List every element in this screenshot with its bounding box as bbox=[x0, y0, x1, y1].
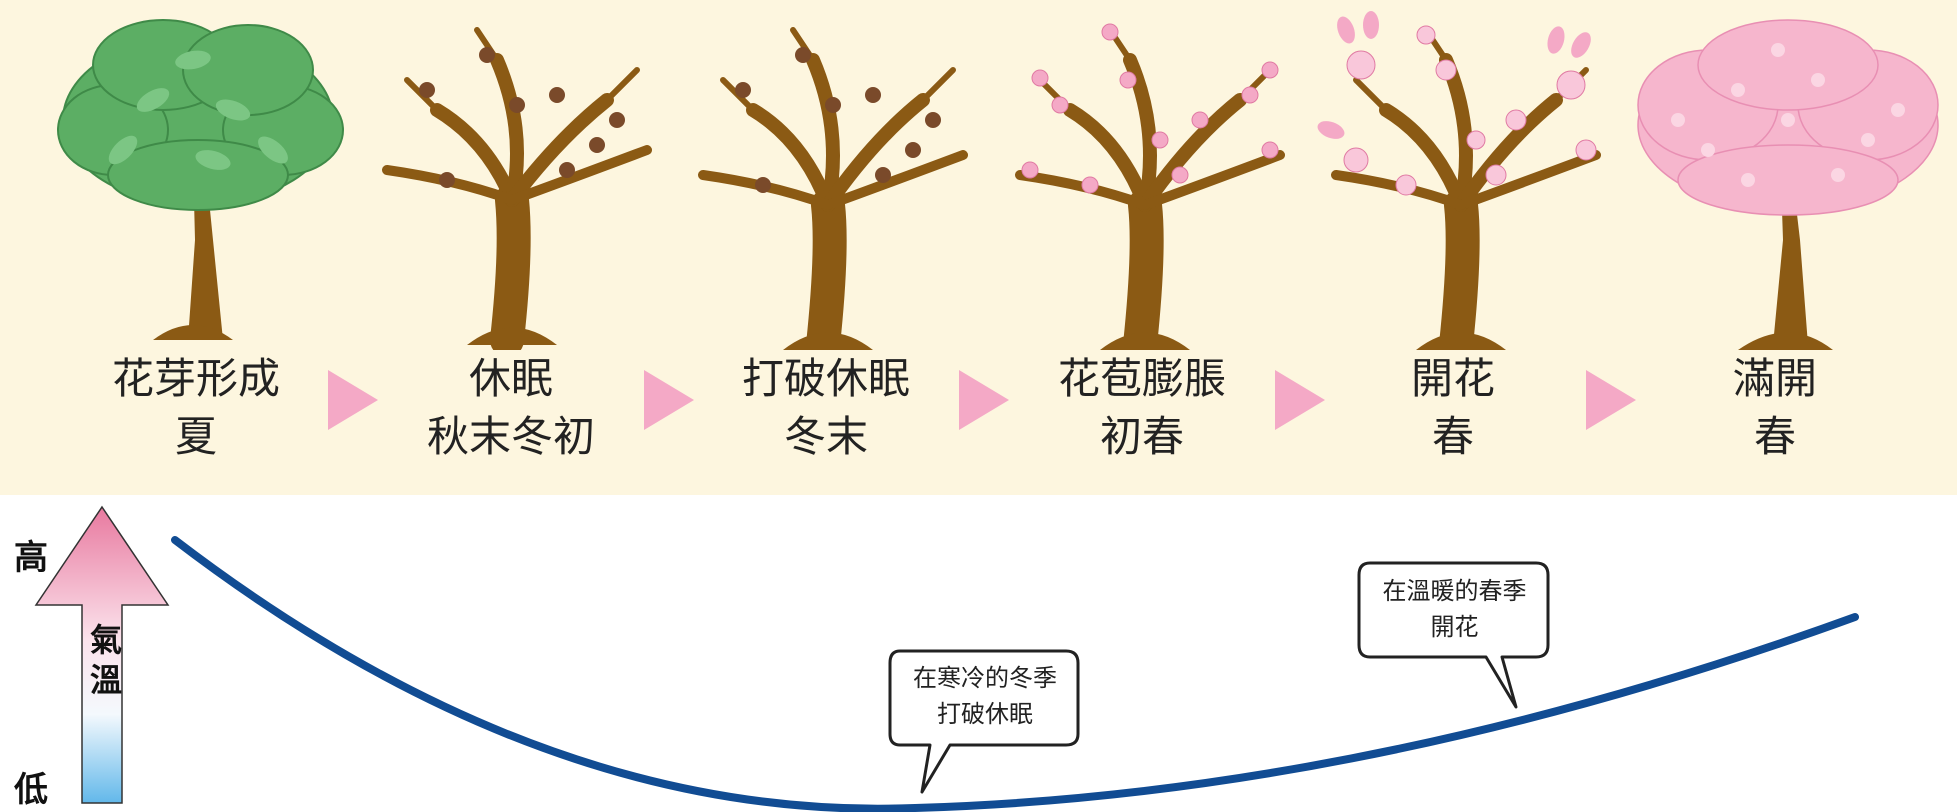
stage-full-bloom: 滿開 春 bbox=[1625, 350, 1925, 466]
stage-dormancy: 休眠 秋末冬初 bbox=[361, 350, 661, 466]
callout-spring-line1: 在溫暖的春季 bbox=[1382, 577, 1527, 605]
temperature-diagram bbox=[34, 505, 1859, 812]
stage-breaking-dormancy: 打破休眠 冬末 bbox=[676, 350, 976, 466]
stage-season: 秋末冬初 bbox=[426, 412, 595, 461]
axis-label-bottom: 溫 bbox=[89, 661, 122, 699]
stage-name: 花苞膨脹 bbox=[1057, 354, 1226, 403]
stage-arrow-1 bbox=[328, 370, 378, 430]
tree-full-bloom bbox=[1637, 19, 1939, 350]
stage-arrow-5 bbox=[1586, 370, 1636, 430]
stage-arrow-2 bbox=[644, 370, 694, 430]
stage-name: 打破休眠 bbox=[741, 354, 910, 403]
callout-winter-text: 在寒冷的冬季 打破休眠 bbox=[892, 660, 1078, 732]
tree-blooming bbox=[1317, 11, 1601, 350]
stage-season: 春 bbox=[1753, 412, 1796, 461]
stage-name: 休眠 bbox=[468, 354, 553, 403]
tree-bud-swelling bbox=[1015, 23, 1285, 350]
tree-summer-leafy bbox=[57, 19, 344, 340]
axis-label-top: 氣 bbox=[89, 621, 122, 659]
axis-high-label: 高 bbox=[14, 538, 48, 578]
stage-bud-swelling: 花苞膨脹 初春 bbox=[992, 350, 1292, 466]
callout-spring-line2: 開花 bbox=[1430, 613, 1479, 641]
tree-breaking-dormancy bbox=[698, 27, 968, 350]
stage-season: 冬末 bbox=[783, 412, 868, 461]
callout-winter-line1: 在寒冷的冬季 bbox=[913, 664, 1057, 692]
stage-season: 夏 bbox=[174, 412, 217, 461]
stage-season: 初春 bbox=[1099, 412, 1184, 461]
stage-name: 花芽形成 bbox=[111, 354, 280, 403]
stage-season: 春 bbox=[1431, 412, 1474, 461]
axis-low-label: 低 bbox=[14, 770, 48, 810]
callout-winter-bubble bbox=[888, 649, 1080, 794]
tree-dormant bbox=[382, 27, 652, 350]
temperature-axis-label: 氣 溫 bbox=[86, 620, 126, 700]
stage-arrow-3 bbox=[959, 370, 1009, 430]
callout-winter-line2: 打破休眠 bbox=[937, 700, 1033, 728]
stage-blooming: 開花 春 bbox=[1303, 350, 1603, 466]
temperature-curve bbox=[171, 536, 1859, 812]
stage-arrow-4 bbox=[1275, 370, 1325, 430]
stage-flower-bud-formation: 花芽形成 夏 bbox=[46, 350, 346, 466]
stage-name: 滿開 bbox=[1732, 354, 1817, 403]
temperature-arrow bbox=[34, 505, 170, 804]
stage-name: 開花 bbox=[1410, 354, 1495, 403]
callout-spring-text: 在溫暖的春季 開花 bbox=[1361, 573, 1548, 645]
callout-spring-bubble bbox=[1357, 561, 1550, 709]
